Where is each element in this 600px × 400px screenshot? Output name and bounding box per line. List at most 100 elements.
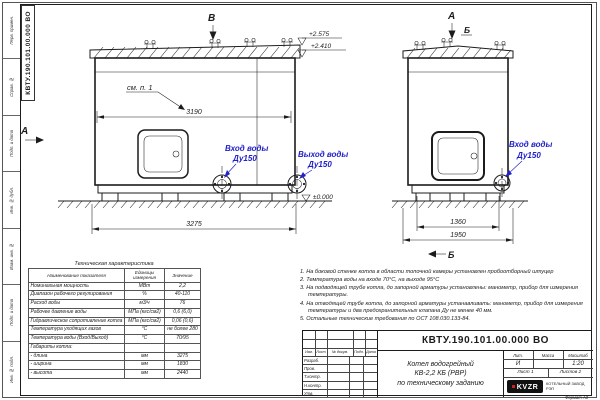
callout-see-note-1: см. п. 1 bbox=[126, 83, 185, 110]
panel-seams bbox=[95, 58, 295, 185]
vertical-doc-number: КВТУ.190.101.00.000 ВО bbox=[21, 5, 35, 101]
technical-notes: 1. На боковой стенке котла в области топ… bbox=[300, 269, 590, 324]
leg bbox=[485, 192, 501, 202]
logo-caption: КОТЕЛЬНЫЙ ЗАВОД РЭП bbox=[546, 380, 585, 391]
tech-table-title: Техническая характеристика bbox=[74, 261, 154, 267]
role-prov: Пров. bbox=[304, 365, 316, 371]
cell-name: - ширина bbox=[28, 360, 125, 371]
elevation-marks: +2.575 +2.410 ±0.000 bbox=[297, 31, 346, 202]
leg bbox=[161, 192, 179, 202]
section-a-label: А bbox=[20, 126, 28, 137]
base-frame-side bbox=[411, 184, 505, 194]
logo-text: KVZR bbox=[516, 382, 539, 391]
side-door bbox=[431, 131, 485, 181]
mass-label: Масса bbox=[541, 352, 555, 358]
product-name-line2: КВ-2,2 КБ (РВР) bbox=[414, 370, 467, 378]
cell-name: Диапазон рабочего регулирования bbox=[28, 290, 125, 301]
view-labels-side: А Б bbox=[447, 11, 472, 39]
scale-value: 1:20 bbox=[572, 360, 584, 367]
cell-unit: мм bbox=[124, 351, 165, 362]
boiler-body-side bbox=[407, 57, 509, 186]
product-name-line1: Котел водогрейный bbox=[407, 361, 474, 369]
leg bbox=[271, 192, 289, 202]
cell-name: - высота bbox=[28, 369, 125, 379]
cell-value: 0,6 (6,0) bbox=[164, 307, 201, 318]
tech-table: Наименование показателя Единицы измерени… bbox=[28, 268, 201, 379]
dim-3275-text: 3275 bbox=[186, 221, 202, 228]
cell-unit: °С bbox=[124, 325, 165, 336]
outlet-flange bbox=[287, 174, 307, 194]
label-b-bottom: Б bbox=[448, 250, 455, 260]
col-date: Дата bbox=[366, 350, 376, 354]
tech-header-unit: Единицы измерения bbox=[124, 268, 165, 283]
inlet-text: Вход воды bbox=[225, 144, 268, 153]
roof-hatch-side bbox=[406, 47, 512, 59]
cell-value: 76 bbox=[164, 299, 201, 309]
tech-header-value: Значение bbox=[164, 268, 201, 283]
tech-characteristics: Техническая характеристика Наименование … bbox=[28, 261, 201, 379]
section-a-marker: А bbox=[20, 126, 44, 144]
outlet-dn-text: Ду150 bbox=[307, 160, 332, 169]
dim-3190-text: 3190 bbox=[186, 109, 202, 116]
cell-unit: % bbox=[124, 290, 165, 301]
burner-door bbox=[137, 129, 189, 179]
door-handle bbox=[172, 150, 180, 158]
product-name-line3: по техническому заданию bbox=[397, 379, 484, 387]
col-list: Лист bbox=[316, 350, 326, 354]
inlet-flange bbox=[212, 174, 232, 194]
side-door-handle bbox=[470, 152, 478, 160]
role-utv: Утв. bbox=[304, 390, 314, 396]
centerlines bbox=[221, 166, 298, 199]
kvzr-logo: KVZR bbox=[507, 380, 543, 393]
cell-name: Номинальная мощность bbox=[28, 281, 125, 292]
cell-value: 0,06 (0,6) bbox=[164, 316, 201, 327]
view-b-bottom-marker: Б bbox=[428, 250, 455, 260]
cell-name: Гидравлическое сопротивление котла bbox=[28, 316, 125, 327]
cell-value bbox=[164, 342, 201, 353]
strip-cell: Подп. и дата bbox=[3, 285, 20, 342]
dim-1360: 1360 bbox=[416, 196, 500, 231]
elev-top-text: +2.575 bbox=[309, 31, 329, 38]
note-4: 4. На отводящей трубе котла, до запорной… bbox=[300, 300, 583, 314]
strip-cell: Инв. № дубл. bbox=[3, 172, 20, 229]
sheets-total: Листов 2 bbox=[559, 370, 582, 375]
left-margin-strip: Перв. примен. Справ. № Подп. и дата Инв.… bbox=[3, 3, 20, 397]
tech-row: Габариты котла: bbox=[28, 342, 201, 353]
cell-value: 2,2 bbox=[164, 281, 201, 292]
strip-cell: Подп. и дата bbox=[3, 116, 20, 173]
front-view: 3190 3275 В А см. п. 1 bbox=[20, 13, 348, 234]
ground-hatch-side bbox=[391, 200, 525, 209]
lit-label: Лит. bbox=[513, 352, 523, 358]
lit-value: И bbox=[515, 360, 521, 367]
role-tkontr: Т.контр. bbox=[304, 374, 321, 379]
col-doc: № докум. bbox=[331, 350, 349, 354]
cell-value: 70/95 bbox=[164, 334, 201, 344]
leg bbox=[449, 192, 465, 202]
inlet-dn-text-side: Ду150 bbox=[516, 151, 541, 160]
outlet-label-front: Выход воды Ду150 bbox=[298, 150, 348, 179]
col-izm: Изм. bbox=[305, 350, 313, 354]
dim-1950: 1950 bbox=[402, 208, 514, 244]
strip-label: Подп. и дата bbox=[9, 299, 14, 327]
note-3: 3. На подводящей трубе котла, до запорно… bbox=[300, 285, 578, 299]
format-label: Формат А3 bbox=[565, 395, 588, 400]
leg bbox=[223, 192, 241, 202]
strip-cell: Справ. № bbox=[3, 59, 20, 116]
title-block: Изм. Лист № докум. Подп. Дата Разраб. Пр… bbox=[302, 330, 593, 397]
cell-name: Расход воды bbox=[28, 299, 125, 309]
dim-3190: 3190 bbox=[96, 109, 292, 123]
cell-name: Температура воды (Вход/Выход) bbox=[28, 334, 125, 344]
tech-row: Диапазон рабочего регулирования%40-110 bbox=[28, 290, 201, 301]
scale-label: Масштаб bbox=[568, 352, 588, 358]
ground-hatch bbox=[57, 200, 326, 209]
top-fittings bbox=[144, 38, 293, 49]
top-fittings-side bbox=[414, 38, 506, 50]
dim-1950-text: 1950 bbox=[450, 232, 466, 239]
strip-cell: Взам. инв. № bbox=[3, 229, 20, 286]
